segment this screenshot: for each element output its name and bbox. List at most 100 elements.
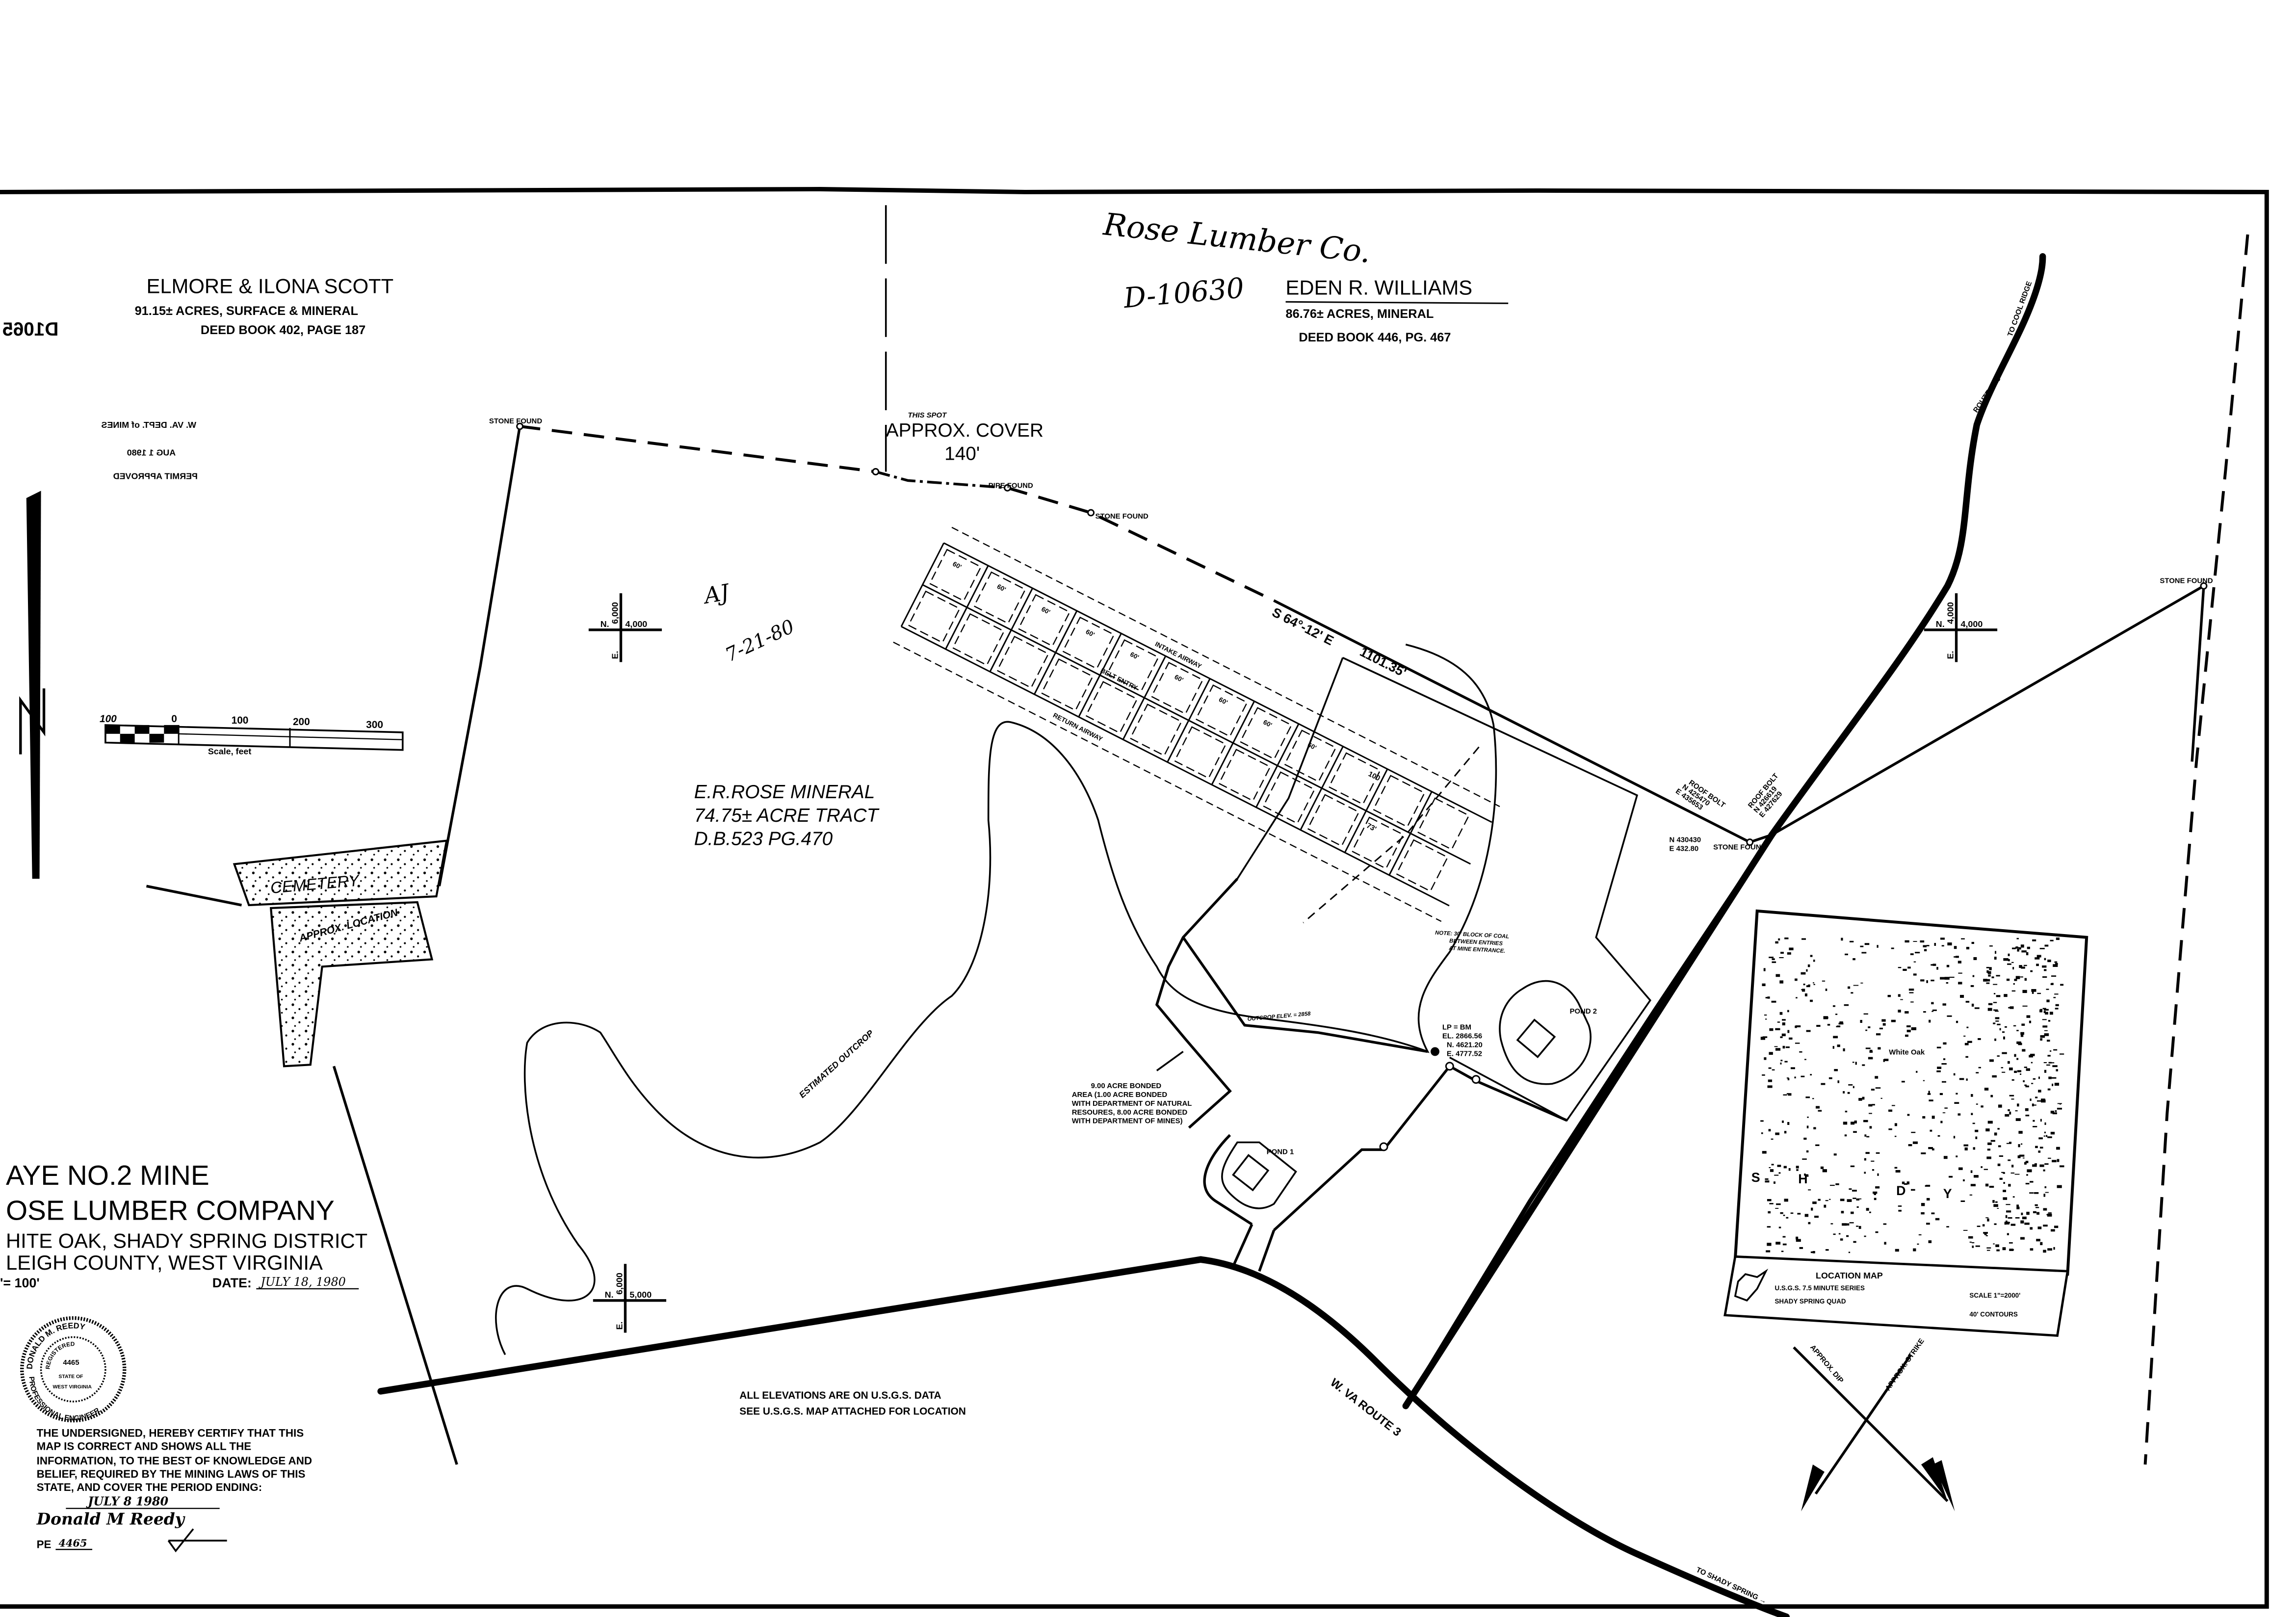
svg-text:AT MINE ENTRANCE.: AT MINE ENTRANCE. [1448, 945, 1505, 954]
topo-texture [2046, 1064, 2050, 1066]
topo-texture [1960, 1200, 1965, 1202]
topo-texture [1774, 1046, 1778, 1047]
topo-texture [1789, 1037, 1793, 1040]
topo-texture [1942, 1081, 1946, 1083]
topo-texture [2052, 1083, 2054, 1086]
topo-texture [1875, 1231, 1879, 1233]
topo-texture [2033, 1104, 2036, 1106]
topo-texture [1857, 1198, 1862, 1200]
topo-texture [1971, 941, 1974, 944]
mine-workings: 60'60'60'60'60'60'60'60'60' INTAKE AIRWA… [893, 526, 1500, 922]
topo-texture [2017, 1103, 2019, 1107]
topo-texture [1778, 1172, 1781, 1174]
topo-texture [1949, 976, 1955, 978]
topo-texture [1891, 947, 1894, 949]
crosscut [1010, 588, 1033, 630]
topo-texture [1961, 938, 1965, 939]
topo-texture [1775, 1048, 1781, 1051]
topo-texture [2008, 1184, 2011, 1187]
topo-texture [1915, 952, 1920, 954]
topo-texture [1796, 1166, 1799, 1169]
svg-text:HITE OAK, SHADY SPRING DISTRIC: HITE OAK, SHADY SPRING DISTRICT [6, 1229, 367, 1252]
crosscut [1409, 791, 1433, 834]
topo-texture [1978, 1038, 1981, 1040]
topo-texture [1795, 978, 1798, 981]
topo-texture [1879, 1027, 1883, 1030]
topo-texture [2006, 1210, 2011, 1213]
topo-texture [1762, 983, 1766, 987]
topo-texture [1985, 1128, 1990, 1132]
topo-texture [1887, 994, 1891, 997]
topo-texture [1865, 1047, 1871, 1049]
topo-texture [2044, 1131, 2046, 1134]
topo-texture [1920, 979, 1925, 982]
pond-2: POND 2 [1499, 980, 1597, 1085]
topo-texture [1943, 1156, 1948, 1159]
topo-texture [1804, 1059, 1806, 1060]
topo-texture [1838, 1233, 1841, 1235]
crosscut [1122, 697, 1145, 740]
svg-text:ROUTE 3/23: ROUTE 3/23 [1972, 375, 2003, 415]
topo-texture [1968, 1236, 1973, 1239]
topo-texture [1921, 1212, 1925, 1215]
scale-bar: 100 0 100 200 300 Scale, feet [100, 713, 404, 756]
topo-texture [1834, 1069, 1838, 1071]
topo-texture [1771, 1164, 1774, 1166]
topo-texture [2012, 1196, 2015, 1198]
topo-texture [2024, 1067, 2028, 1068]
topo-texture [1778, 938, 1780, 940]
topo-texture [1829, 1199, 1831, 1200]
coal-pillar [1395, 839, 1449, 892]
pillar-dimension: 60' [1174, 673, 1185, 684]
topo-texture [1869, 1113, 1872, 1114]
topo-texture [2049, 1050, 2052, 1052]
topo-texture [2043, 1135, 2045, 1137]
topo-texture [1907, 1114, 1910, 1116]
crosscut [989, 629, 1012, 672]
topo-texture [1877, 1173, 1879, 1176]
topo-texture [1931, 1116, 1935, 1119]
topo-texture [2035, 957, 2040, 960]
crosscut [1232, 701, 1255, 744]
topo-texture [1988, 974, 1991, 977]
topo-texture [1987, 1142, 1992, 1145]
topo-texture [2003, 958, 2009, 961]
topo-texture [2048, 1157, 2051, 1159]
topo-texture [1835, 1183, 1839, 1185]
svg-text:N.: N. [1936, 619, 1945, 629]
topo-texture [2047, 1213, 2052, 1217]
topo-texture [1818, 1110, 1822, 1112]
topo-texture [1908, 989, 1914, 991]
topo-texture [1926, 1223, 1930, 1225]
topo-texture [1926, 1198, 1930, 1201]
topo-texture [2049, 1012, 2053, 1015]
topo-texture [1874, 1198, 1877, 1200]
topo-texture [2012, 966, 2014, 970]
topo-texture [1982, 1224, 1985, 1226]
topo-texture [1852, 1086, 1854, 1089]
topo-texture [2045, 1135, 2048, 1137]
topo-texture [2013, 983, 2015, 985]
topo-texture [2053, 964, 2058, 967]
topo-texture [1994, 1223, 1997, 1225]
topo-texture [2030, 970, 2033, 972]
topo-texture [2043, 1208, 2047, 1211]
topo-texture [1847, 1199, 1852, 1202]
topo-texture [2044, 1122, 2046, 1125]
topo-texture [2018, 1144, 2020, 1148]
crosscut [1300, 787, 1323, 831]
topo-texture [1853, 985, 1859, 986]
topo-texture [1804, 1214, 1809, 1217]
topo-texture [1972, 975, 1975, 977]
topo-texture [2031, 989, 2036, 992]
svg-text:Y: Y [1943, 1186, 1952, 1201]
topo-texture [2032, 1103, 2034, 1107]
topo-texture [1929, 1019, 1931, 1023]
topo-texture [1775, 941, 1778, 944]
topo-texture [1985, 1183, 1989, 1187]
topo-texture [2026, 1211, 2030, 1215]
topo-texture [1993, 993, 1996, 994]
topo-texture [2011, 1098, 2014, 1100]
topo-texture [1999, 1028, 2001, 1031]
topo-texture [1772, 1069, 1775, 1070]
